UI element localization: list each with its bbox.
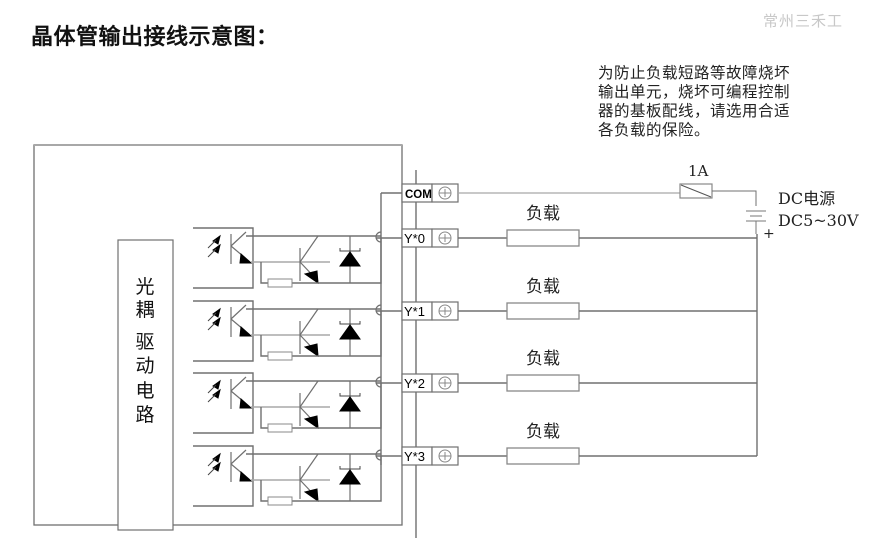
fuse-note-line: 为防止负载短路等故障烧坏 — [598, 64, 791, 82]
output-transistor-icon — [299, 235, 319, 285]
load-label: 负载 — [526, 349, 560, 369]
output-terminal-label: Y*3 — [404, 449, 425, 464]
output-terminal[interactable]: Y*2 — [401, 373, 459, 393]
fuse-note: 为防止负载短路等故障烧坏输出单元，烧坏可编程控制器的基板配线，请选用合适各负载的… — [598, 64, 790, 140]
driver-char: 驱 — [135, 331, 154, 353]
driver-block-label: 光 耦 驱 动 电 路 — [135, 276, 154, 426]
wire-crossover — [375, 376, 382, 388]
led-emitter-icon — [207, 234, 221, 258]
fuse-to-supply-wire — [712, 190, 757, 206]
driver-char: 路 — [135, 404, 154, 426]
load-resistor-icon — [506, 374, 580, 392]
output-terminal-label: Y*0 — [404, 231, 425, 246]
optocoupler-cell-outline — [193, 372, 254, 434]
battery-icon — [746, 210, 766, 234]
wire-crossover — [375, 449, 382, 461]
ground-return — [260, 383, 382, 429]
driver-char: 动 — [135, 355, 154, 377]
optocoupler-cell-outline — [193, 300, 254, 362]
optocoupler-driver-block — [117, 239, 174, 531]
wire-crossover — [375, 231, 382, 243]
driver-char: 光 — [135, 276, 154, 298]
driver-char: 耦 — [135, 299, 154, 321]
phototransistor-icon — [230, 231, 253, 264]
power-supply-voltage: DC5~30V — [778, 211, 859, 230]
output-channel: Y*2 负载 — [193, 349, 757, 434]
load-resistor-icon — [506, 229, 580, 247]
resistor-icon — [267, 351, 293, 361]
resistor-icon — [267, 423, 293, 433]
output-transistor-icon — [299, 453, 319, 503]
watermark: 常州三禾工 — [763, 12, 844, 30]
fuse-note-line: 各负载的保险。 — [598, 121, 711, 139]
phototransistor-icon — [230, 304, 253, 337]
fuse-note-line: 器的基板配线，请选用合适 — [598, 102, 791, 120]
resistor-icon — [267, 278, 293, 288]
output-transistor-icon — [299, 380, 319, 430]
power-supply-label: DC电源 — [778, 189, 835, 208]
phototransistor-icon — [230, 449, 253, 482]
output-terminal[interactable]: Y*0 — [401, 228, 459, 248]
output-channels: Y*0 负载 Y*1 负载 Y*2 负载 Y*3 负载 — [193, 204, 757, 507]
load-resistor-icon — [506, 302, 580, 320]
fuse-icon — [679, 183, 713, 199]
zener-diode-icon — [339, 454, 361, 501]
zener-diode-icon — [339, 236, 361, 283]
screw-terminal-icon — [438, 186, 452, 200]
screw-terminal-icon — [438, 449, 452, 463]
load-label: 负载 — [526, 422, 560, 442]
output-channel: Y*1 负载 — [193, 277, 757, 362]
page-title: 晶体管输出接线示意图： — [31, 25, 279, 50]
led-emitter-icon — [207, 307, 221, 331]
output-terminal[interactable]: Y*1 — [401, 301, 459, 321]
output-channel: Y*0 负载 — [193, 204, 757, 289]
com-terminal[interactable]: COM* — [401, 183, 459, 203]
ground-return — [260, 311, 382, 357]
screw-terminal-icon — [438, 231, 452, 245]
load-resistor-icon — [506, 447, 580, 465]
wire-crossover — [375, 304, 382, 316]
led-emitter-icon — [207, 452, 221, 476]
fuse-label: 1A — [688, 162, 709, 180]
ground-return — [260, 238, 382, 284]
led-emitter-icon — [207, 379, 221, 403]
screw-terminal-icon — [438, 304, 452, 318]
zener-diode-icon — [339, 309, 361, 356]
com-terminal-label: COM* — [405, 189, 437, 201]
optocoupler-cell-outline — [193, 227, 254, 289]
output-terminal-label: Y*1 — [404, 304, 425, 319]
ground-return — [260, 456, 382, 502]
screw-terminal-icon — [438, 376, 452, 390]
output-terminal-label: Y*2 — [404, 376, 425, 391]
polarity-plus: + — [763, 226, 775, 242]
zener-diode-icon — [339, 381, 361, 428]
output-channel: Y*3 负载 — [193, 422, 757, 507]
resistor-icon — [267, 496, 293, 506]
optocoupler-cell-outline — [193, 445, 254, 507]
phototransistor-icon — [230, 376, 253, 409]
load-label: 负载 — [526, 277, 560, 297]
fuse-note-line: 输出单元，烧坏可编程控制 — [598, 83, 791, 101]
load-label: 负载 — [526, 204, 560, 224]
driver-char: 电 — [135, 380, 154, 402]
output-transistor-icon — [299, 308, 319, 358]
output-terminal[interactable]: Y*3 — [401, 446, 459, 466]
